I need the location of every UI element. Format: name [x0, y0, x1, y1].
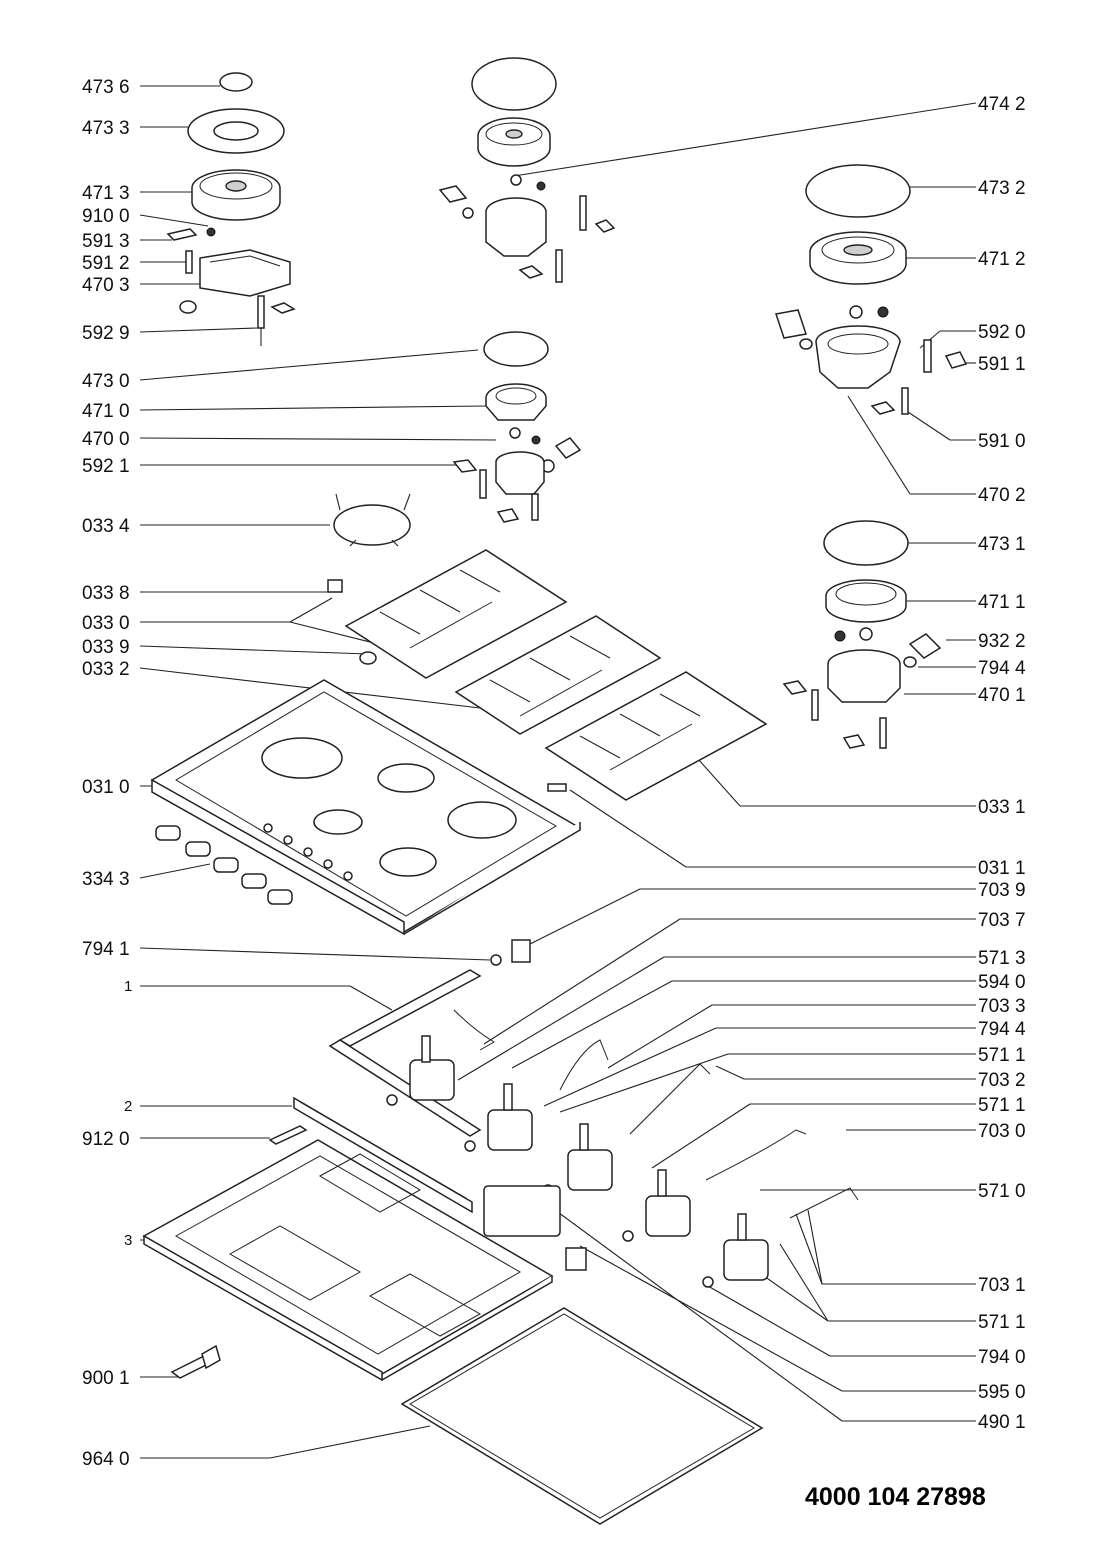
label-473-0: 473 0: [82, 371, 130, 392]
burner-assembly-top-left: [166, 72, 296, 346]
label-033-8: 033 8: [82, 583, 130, 604]
label-473-6: 473 6: [82, 77, 130, 98]
label-471-2: 471 2: [978, 249, 1026, 270]
burner-assembly-top-center: [438, 57, 616, 283]
label-031-1: 031 1: [978, 858, 1026, 879]
front-bracket: [268, 1096, 473, 1214]
label-591-2: 591 2: [82, 253, 130, 274]
label-490-1: 490 1: [978, 1412, 1026, 1433]
label-703-1: 703 1: [978, 1275, 1026, 1296]
label-3: 3: [124, 1232, 132, 1249]
label-794-4-lower: 794 4: [978, 1019, 1026, 1040]
label-334-3: 334 3: [82, 869, 130, 890]
label-794-1: 794 1: [82, 939, 130, 960]
label-033-2: 033 2: [82, 659, 130, 680]
document-number: 4000 104 27898: [805, 1483, 986, 1511]
part-labels-right: 474 2 473 2 471 2 592 0 591 1 591 0 470 …: [978, 94, 1026, 1433]
label-703-7: 703 7: [978, 910, 1026, 931]
label-470-0: 470 0: [82, 429, 130, 450]
label-571-1-a: 571 1: [978, 1045, 1026, 1066]
label-470-1: 470 1: [978, 685, 1026, 706]
label-794-4-upper: 794 4: [978, 658, 1026, 679]
label-591-1: 591 1: [978, 354, 1026, 375]
label-594-0: 594 0: [978, 972, 1026, 993]
label-591-0: 591 0: [978, 431, 1026, 452]
label-2: 2: [124, 1098, 132, 1115]
label-595-0: 595 0: [978, 1382, 1026, 1403]
label-592-9: 592 9: [82, 323, 130, 344]
label-571-0: 571 0: [978, 1181, 1026, 1202]
label-471-1: 471 1: [978, 592, 1026, 613]
label-033-9: 033 9: [82, 637, 130, 658]
label-473-3: 473 3: [82, 118, 130, 139]
label-033-1: 033 1: [978, 797, 1026, 818]
label-031-0: 031 0: [82, 777, 130, 798]
label-473-1: 473 1: [978, 534, 1026, 555]
label-470-3: 470 3: [82, 275, 130, 296]
label-910-0: 910 0: [82, 206, 130, 227]
pan-support-left: [327, 549, 568, 679]
label-571-3: 571 3: [978, 948, 1026, 969]
label-932-2: 932 2: [978, 631, 1026, 652]
base-tray: [142, 1139, 587, 1382]
wok-ring: [333, 493, 411, 547]
label-474-2: 474 2: [978, 94, 1026, 115]
gas-rail-and-valves: [328, 939, 859, 1288]
label-964-0: 964 0: [82, 1449, 130, 1470]
label-592-0: 592 0: [978, 322, 1026, 343]
label-900-1: 900 1: [82, 1368, 130, 1389]
burner-assembly-right: [782, 520, 942, 749]
pan-support-right: [544, 671, 768, 801]
label-703-9: 703 9: [978, 880, 1026, 901]
part-labels-left: 473 6 473 3 471 3 910 0 591 3 591 2 470 …: [82, 77, 132, 1470]
label-1: 1: [124, 978, 132, 995]
label-471-3: 471 3: [82, 183, 130, 204]
leader-lines: [139, 85, 977, 1459]
control-knobs: [155, 825, 293, 905]
label-470-2: 470 2: [978, 485, 1026, 506]
fixing-clip: [170, 1344, 221, 1379]
label-471-0: 471 0: [82, 401, 130, 422]
burner-assembly-center-left: [452, 331, 582, 523]
pan-support-middle: [454, 615, 662, 735]
label-703-2: 703 2: [978, 1070, 1026, 1091]
label-571-1-b: 571 1: [978, 1095, 1026, 1116]
label-033-4: 033 4: [82, 516, 130, 537]
seal-gasket: [400, 1307, 764, 1525]
label-912-0: 912 0: [82, 1129, 130, 1150]
label-033-0: 033 0: [82, 613, 130, 634]
label-571-1-c: 571 1: [978, 1312, 1026, 1333]
hob-top-plate: [150, 679, 582, 936]
label-794-0: 794 0: [978, 1347, 1026, 1368]
label-473-2: 473 2: [978, 178, 1026, 199]
label-703-0: 703 0: [978, 1121, 1026, 1142]
label-592-1: 592 1: [82, 456, 130, 477]
label-703-3: 703 3: [978, 996, 1026, 1017]
burner-assembly-top-right: [775, 164, 968, 415]
label-591-3: 591 3: [82, 231, 130, 252]
